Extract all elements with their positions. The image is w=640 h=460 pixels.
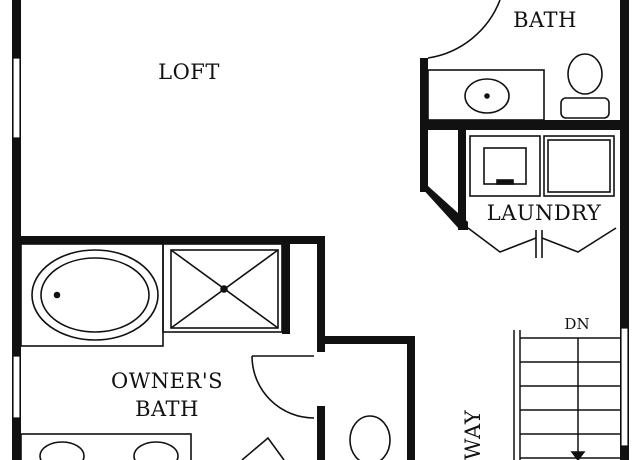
bath-label: BATH <box>513 8 577 32</box>
laundry-label: LAUNDRY <box>487 201 602 225</box>
tub-enclosure <box>20 243 164 347</box>
owners-bath-label-line1: OWNER'S <box>111 369 223 393</box>
shower-pan <box>170 249 279 329</box>
shower-stall <box>162 243 283 333</box>
closet-top-wall <box>317 336 415 344</box>
laundry-room <box>467 135 617 258</box>
shower-side-wall <box>282 244 290 334</box>
stairs-direction-label: DN <box>564 315 589 333</box>
window-lower-left <box>12 355 21 419</box>
owners-bath-label-line2: BATH <box>135 397 199 421</box>
walls <box>12 0 629 460</box>
laundry-bifold-door-left <box>467 227 537 253</box>
vanity-sink-left <box>39 441 85 460</box>
right-exterior-wall <box>620 0 629 460</box>
owners-bath-vanity <box>20 433 192 460</box>
owners-bath-right-wall <box>317 236 325 352</box>
bath-sink-drain <box>484 93 490 99</box>
closet-right-wall <box>407 336 415 460</box>
dryer <box>543 135 615 197</box>
laundry-bifold-door-right <box>541 227 617 253</box>
laundry-angled-wall <box>420 186 468 230</box>
bath-vanity <box>427 69 545 121</box>
shower-drain <box>220 285 228 293</box>
tub-outer <box>31 249 159 341</box>
hallway-label: WAY <box>461 409 485 460</box>
bath-toilet-tank <box>560 97 610 119</box>
window-upper-left <box>12 57 21 139</box>
tub-inner <box>40 257 150 333</box>
washer-control <box>496 179 514 185</box>
tub-drain <box>53 291 61 299</box>
dryer-panel <box>547 139 611 193</box>
bath-sink <box>464 78 510 114</box>
stairs <box>513 330 620 460</box>
washer-lid <box>483 147 527 185</box>
windows <box>12 57 629 447</box>
laundry-partition <box>458 130 466 230</box>
left-exterior-wall <box>12 0 21 460</box>
stair-direction-arrow <box>570 451 586 460</box>
wc-left-wall <box>317 406 325 460</box>
vanity-sink-right <box>133 441 179 460</box>
owners-bath-door-swing <box>251 355 315 419</box>
bath-door-swing <box>427 0 501 59</box>
window-right <box>620 327 629 447</box>
owners-bath-room <box>20 243 391 460</box>
wc-toilet-bowl <box>349 415 391 460</box>
washer <box>469 135 541 197</box>
owners-bath-top-wall <box>21 236 325 244</box>
bath-laundry-wall <box>420 120 629 130</box>
bath-toilet-bowl <box>567 53 603 95</box>
bath-room <box>427 0 610 121</box>
closet-door-swing <box>241 436 285 460</box>
loft-label: LOFT <box>158 60 220 84</box>
